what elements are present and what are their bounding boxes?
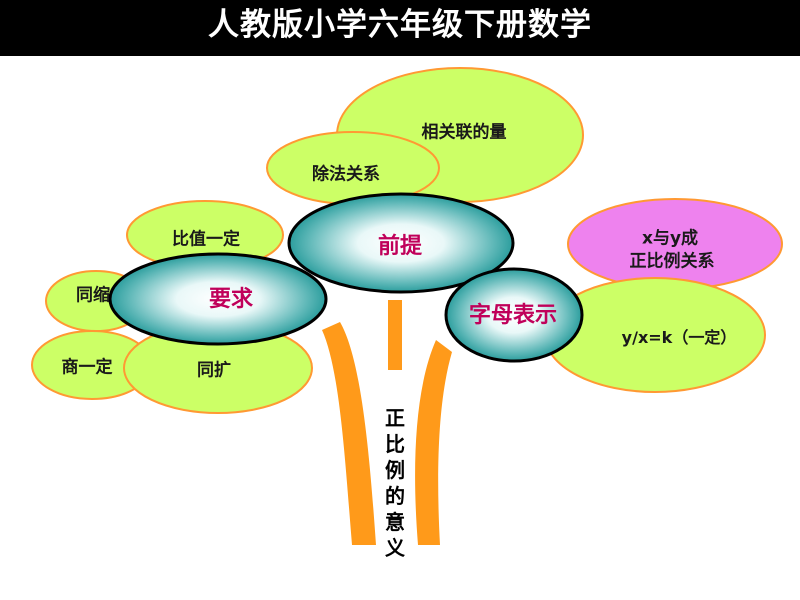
trunk-center-branch bbox=[388, 300, 402, 370]
hub-requirement bbox=[108, 252, 328, 346]
label-quotient-constant: 商一定 bbox=[61, 357, 113, 378]
label-letter-representation: 字母表示 bbox=[468, 303, 558, 328]
title-bar bbox=[0, 0, 800, 56]
label-x-y-proportional-line2: 正比例关系 bbox=[629, 251, 715, 272]
page-title: 人教版小学六年级下册数学 bbox=[208, 7, 592, 43]
leaves bbox=[31, 67, 783, 414]
tree-trunk bbox=[322, 300, 452, 545]
label-shrink-together: 同缩 bbox=[76, 285, 110, 306]
label-ratio-constant: 比值一定 bbox=[172, 229, 240, 250]
hub-letter-representation bbox=[444, 267, 584, 363]
label-division-relation: 除法关系 bbox=[312, 164, 380, 185]
hub-premise bbox=[287, 192, 515, 294]
trunk-label: 正比例的意义 bbox=[385, 406, 405, 560]
label-premise: 前提 bbox=[377, 234, 423, 259]
label-formula: y/x=k（一定） bbox=[621, 328, 737, 347]
label-expand-together: 同扩 bbox=[197, 360, 231, 381]
label-x-y-proportional-line1: x与y成 bbox=[641, 228, 699, 249]
label-related-quantities: 相关联的量 bbox=[421, 122, 507, 143]
label-requirement: 要求 bbox=[208, 287, 254, 312]
trunk-left-branch bbox=[322, 322, 376, 545]
trunk-right-branch bbox=[415, 340, 452, 545]
hubs bbox=[108, 192, 584, 363]
